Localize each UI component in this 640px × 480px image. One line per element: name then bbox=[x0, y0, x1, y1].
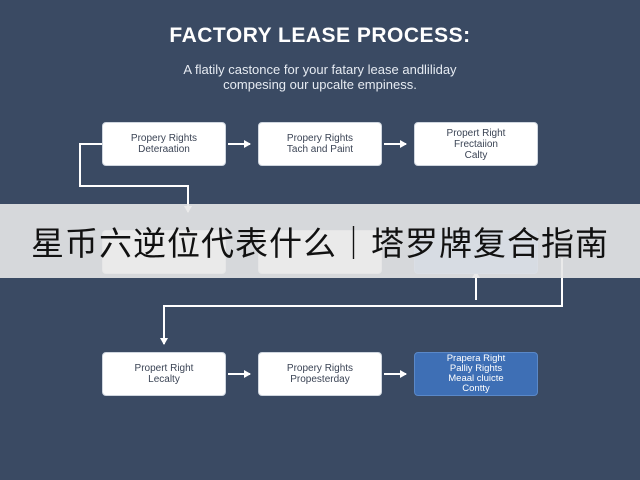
connector-r2-to-r3 bbox=[160, 258, 563, 345]
step-property-right-frectaiion: Propert Right Frectaiion Calty bbox=[414, 122, 538, 166]
step-prapera-right-contty: Prapera Right Palliy Rights Meaal cluict… bbox=[414, 352, 538, 396]
banner-text: 星币六逆位代表什么｜塔罗牌复合指南 bbox=[31, 224, 609, 263]
step-property-rights-propesterday: Propery Rights Propesterday bbox=[258, 352, 382, 396]
subtitle-line-2: compesing our upcalte empiness. bbox=[223, 77, 417, 92]
overlay-banner: 星币六逆位代表什么｜塔罗牌复合指南 bbox=[0, 204, 640, 278]
diagram-subtitle: A flatily castonce for your fatary lease… bbox=[0, 62, 640, 92]
step-property-rights-tach-paint: Propery Rights Tach and Paint bbox=[258, 122, 382, 166]
subtitle-line-1: A flatily castonce for your fatary lease… bbox=[183, 62, 457, 77]
diagram-title: FACTORY LEASE PROCESS: bbox=[169, 24, 471, 47]
step-property-right-lecalty: Propert Right Lecalty bbox=[102, 352, 226, 396]
connector-r1-to-r2 bbox=[79, 143, 192, 213]
step-property-rights-determination: Propery Rights Deteraation bbox=[102, 122, 226, 166]
